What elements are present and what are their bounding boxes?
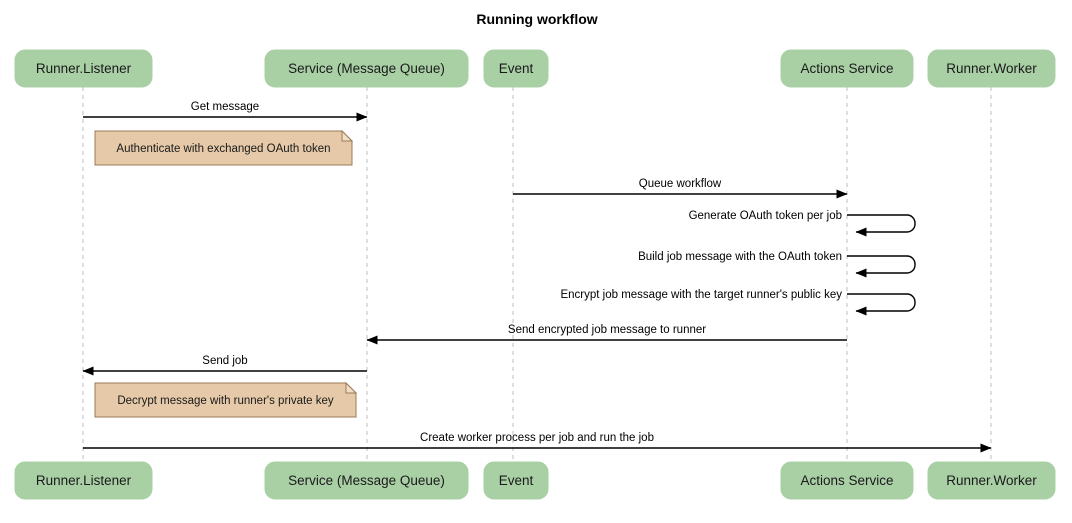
participant-label: Runner.Listener <box>36 61 132 76</box>
participant-label: Actions Service <box>800 61 893 76</box>
participant-box[interactable] <box>14 461 153 500</box>
message-label: Create worker process per job and run th… <box>420 432 654 444</box>
participant-box[interactable] <box>927 461 1056 500</box>
message-7: Send job <box>82 355 367 376</box>
lifelines-group <box>82 87 992 462</box>
self-message-line <box>847 214 916 237</box>
participant-service-bottom[interactable]: Service (Message Queue) <box>264 461 469 500</box>
participant-actions-top[interactable]: Actions Service <box>780 49 914 88</box>
note-fold-corner-icon <box>341 129 354 142</box>
note-text: Decrypt message with runner's private ke… <box>117 395 334 407</box>
note-fold-corner-icon <box>345 381 358 394</box>
notes-group: Authenticate with exchanged OAuth tokenD… <box>94 129 358 418</box>
message-label: Queue workflow <box>639 178 722 190</box>
message-4: Build job message with the OAuth token <box>638 251 916 278</box>
message-label: Send encrypted job message to runner <box>508 324 706 336</box>
participant-label: Service (Message Queue) <box>288 473 445 488</box>
participant-service-top[interactable]: Service (Message Queue) <box>264 49 469 88</box>
participant-event-top[interactable]: Event <box>483 49 549 88</box>
participant-box[interactable] <box>264 461 469 500</box>
participant-box[interactable] <box>483 461 549 500</box>
participant-label: Service (Message Queue) <box>288 61 445 76</box>
participant-box[interactable] <box>780 461 914 500</box>
participant-box[interactable] <box>264 49 469 88</box>
participant-label: Runner.Listener <box>36 473 132 488</box>
message-label: Encrypt job message with the target runn… <box>560 289 842 301</box>
message-3: Generate OAuth token per job <box>689 210 916 237</box>
message-6: Send encrypted job message to runner <box>366 324 847 345</box>
message-2: Queue workflow <box>513 178 848 199</box>
diagram-title: Running workflow <box>476 11 597 27</box>
participant-actions-bottom[interactable]: Actions Service <box>780 461 914 500</box>
message-label: Get message <box>191 101 259 113</box>
note-decrypt: Decrypt message with runner's private ke… <box>94 381 358 418</box>
message-8: Create worker process per job and run th… <box>83 432 992 453</box>
note-auth: Authenticate with exchanged OAuth token <box>94 129 354 166</box>
message-5: Encrypt job message with the target runn… <box>560 289 916 316</box>
message-1: Get message <box>83 101 368 122</box>
self-message-line <box>847 293 916 316</box>
participant-box[interactable] <box>483 49 549 88</box>
participant-listener-top[interactable]: Runner.Listener <box>14 49 153 88</box>
participant-label: Actions Service <box>800 473 893 488</box>
participant-box[interactable] <box>927 49 1056 88</box>
message-label: Send job <box>202 355 247 367</box>
participant-box[interactable] <box>780 49 914 88</box>
note-text: Authenticate with exchanged OAuth token <box>116 143 330 155</box>
participant-box[interactable] <box>14 49 153 88</box>
self-message-line <box>847 255 916 278</box>
message-label: Build job message with the OAuth token <box>638 251 842 263</box>
participant-listener-bottom[interactable]: Runner.Listener <box>14 461 153 500</box>
note-body <box>94 382 357 418</box>
message-label: Generate OAuth token per job <box>689 210 842 222</box>
participant-label: Runner.Worker <box>946 61 1037 76</box>
participant-worker-top[interactable]: Runner.Worker <box>927 49 1056 88</box>
participant-worker-bottom[interactable]: Runner.Worker <box>927 461 1056 500</box>
participant-label: Runner.Worker <box>946 473 1037 488</box>
participant-label: Event <box>499 61 534 76</box>
participant-label: Event <box>499 473 534 488</box>
note-body <box>94 130 353 166</box>
participant-event-bottom[interactable]: Event <box>483 461 549 500</box>
